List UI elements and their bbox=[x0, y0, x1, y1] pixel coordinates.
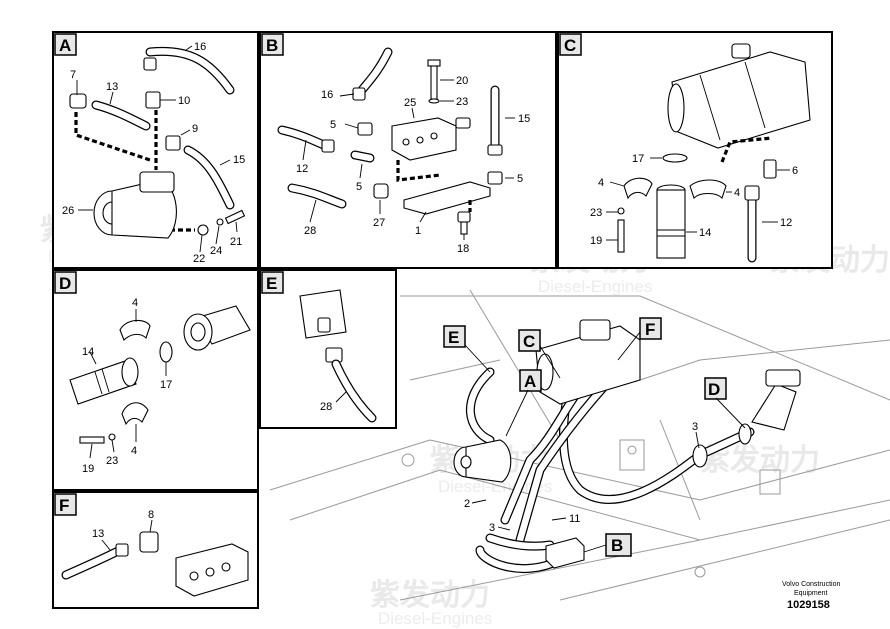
callout-label: 17 bbox=[632, 153, 644, 165]
svg-text:C: C bbox=[523, 332, 535, 351]
svg-text:A: A bbox=[59, 36, 71, 55]
panel-f-tag: F bbox=[54, 493, 77, 516]
callout-label: 5 bbox=[330, 119, 336, 131]
callout-label: 12 bbox=[780, 217, 792, 229]
callout-label: 7 bbox=[70, 69, 76, 81]
panel-a: A bbox=[52, 31, 259, 269]
callout-label: 23 bbox=[456, 96, 468, 108]
panel-e: E 28 bbox=[259, 269, 397, 429]
watermark-en: Diesel-Engines bbox=[538, 277, 652, 296]
panel-d: D 4 14 17 19 23 4 bbox=[52, 269, 259, 491]
svg-text:D: D bbox=[59, 274, 71, 293]
callout-label: 20 bbox=[456, 75, 468, 87]
brand-line-2: Equipment bbox=[794, 590, 828, 597]
panel-b: B bbox=[259, 31, 557, 269]
callout-label: 13 bbox=[106, 81, 118, 93]
overview-tag-f: F bbox=[639, 317, 662, 340]
callout-label: 13 bbox=[92, 528, 104, 540]
callout-label: 1 bbox=[415, 225, 421, 237]
pump-housing bbox=[667, 43, 811, 149]
overview-tag-d: D bbox=[704, 377, 727, 400]
svg-text:A: A bbox=[524, 372, 536, 391]
overview-tag-a: A bbox=[519, 369, 542, 392]
callout-label: 6 bbox=[792, 165, 798, 177]
overview-callouts: 3 2 11 3 bbox=[464, 421, 698, 534]
callout-label: 23 bbox=[590, 207, 602, 219]
manifold-block-25 bbox=[391, 117, 471, 161]
panel-d-callouts: 4 14 17 19 23 4 bbox=[82, 297, 172, 475]
panel-a-tag: A bbox=[54, 33, 77, 56]
panel-e-tag: E bbox=[261, 271, 284, 294]
overview-tag-e: E bbox=[443, 325, 466, 348]
callout-label: 9 bbox=[192, 123, 198, 135]
panel-d-tag: D bbox=[54, 271, 77, 294]
callout-label: 26 bbox=[62, 205, 74, 217]
callout-label: 4 bbox=[598, 177, 604, 189]
panel-c-tag: C bbox=[559, 33, 582, 56]
hydraulic-pump-26 bbox=[93, 171, 177, 239]
panel-b-tag: B bbox=[261, 33, 284, 56]
callout-label: 8 bbox=[148, 509, 154, 521]
auxiliary-pump bbox=[453, 439, 512, 483]
svg-text:C: C bbox=[564, 36, 576, 55]
watermark-en: Diesel-Engines bbox=[378, 609, 492, 628]
panel-b-callouts: 20 16 23 25 15 5 12 5 5 28 27 1 18 bbox=[296, 75, 530, 255]
callout-label: 28 bbox=[320, 401, 332, 413]
callout-label: 14 bbox=[699, 227, 711, 239]
callout-label: 5 bbox=[356, 181, 362, 193]
brand-line-1: Volvo Construction bbox=[782, 581, 840, 588]
callout-label: 25 bbox=[404, 97, 416, 109]
callout-label: 4 bbox=[132, 297, 138, 309]
callout-label: 18 bbox=[457, 243, 469, 255]
watermark-cn: 紫发动力 bbox=[370, 579, 490, 612]
callout-label: 14 bbox=[82, 346, 94, 358]
panel-c-callouts: 17 6 4 4 23 12 19 14 bbox=[590, 153, 798, 247]
overview-tag-b: B bbox=[605, 533, 632, 557]
callout-label: 24 bbox=[210, 245, 222, 257]
callout-label: 4 bbox=[131, 445, 137, 457]
callout-label: 5 bbox=[517, 173, 523, 185]
pump-assembly bbox=[535, 319, 641, 405]
panel-a-callouts: 16 7 13 10 9 15 26 21 22 24 bbox=[62, 41, 245, 265]
callout-label: 19 bbox=[82, 463, 94, 475]
callout-label: 4 bbox=[734, 187, 740, 199]
svg-text:B: B bbox=[266, 36, 278, 55]
callout-label: 22 bbox=[193, 253, 205, 265]
callout-label: 3 bbox=[692, 421, 698, 433]
svg-text:B: B bbox=[611, 536, 623, 555]
svg-text:E: E bbox=[448, 328, 459, 347]
callout-label: 21 bbox=[230, 236, 242, 248]
callout-label: 19 bbox=[590, 235, 602, 247]
callout-label: 15 bbox=[233, 154, 245, 166]
svg-text:D: D bbox=[708, 380, 720, 399]
callout-label: 27 bbox=[373, 217, 385, 229]
callout-label: 16 bbox=[194, 41, 206, 53]
callout-label: 15 bbox=[518, 113, 530, 125]
panel-f: F 8 13 bbox=[52, 491, 259, 609]
drawing-number: 1029158 bbox=[787, 599, 830, 611]
callout-label: 16 bbox=[321, 89, 333, 101]
callout-label: 23 bbox=[106, 455, 118, 467]
overview-tag-c: C bbox=[518, 329, 541, 352]
svg-text:F: F bbox=[645, 320, 655, 339]
callout-label: 11 bbox=[569, 513, 580, 525]
callout-label: 3 bbox=[489, 522, 495, 534]
callout-label: 12 bbox=[296, 163, 308, 175]
callout-label: 10 bbox=[178, 95, 190, 107]
svg-text:F: F bbox=[59, 496, 69, 515]
callout-label: 2 bbox=[464, 498, 470, 510]
drawing-footer: Volvo Construction Equipment 1029158 bbox=[782, 581, 840, 611]
svg-text:E: E bbox=[266, 274, 277, 293]
callout-label: 17 bbox=[160, 379, 172, 391]
machine-overview: E C F A D B 3 bbox=[269, 289, 890, 601]
panel-c: C bbox=[557, 31, 833, 269]
callout-label: 28 bbox=[304, 225, 316, 237]
